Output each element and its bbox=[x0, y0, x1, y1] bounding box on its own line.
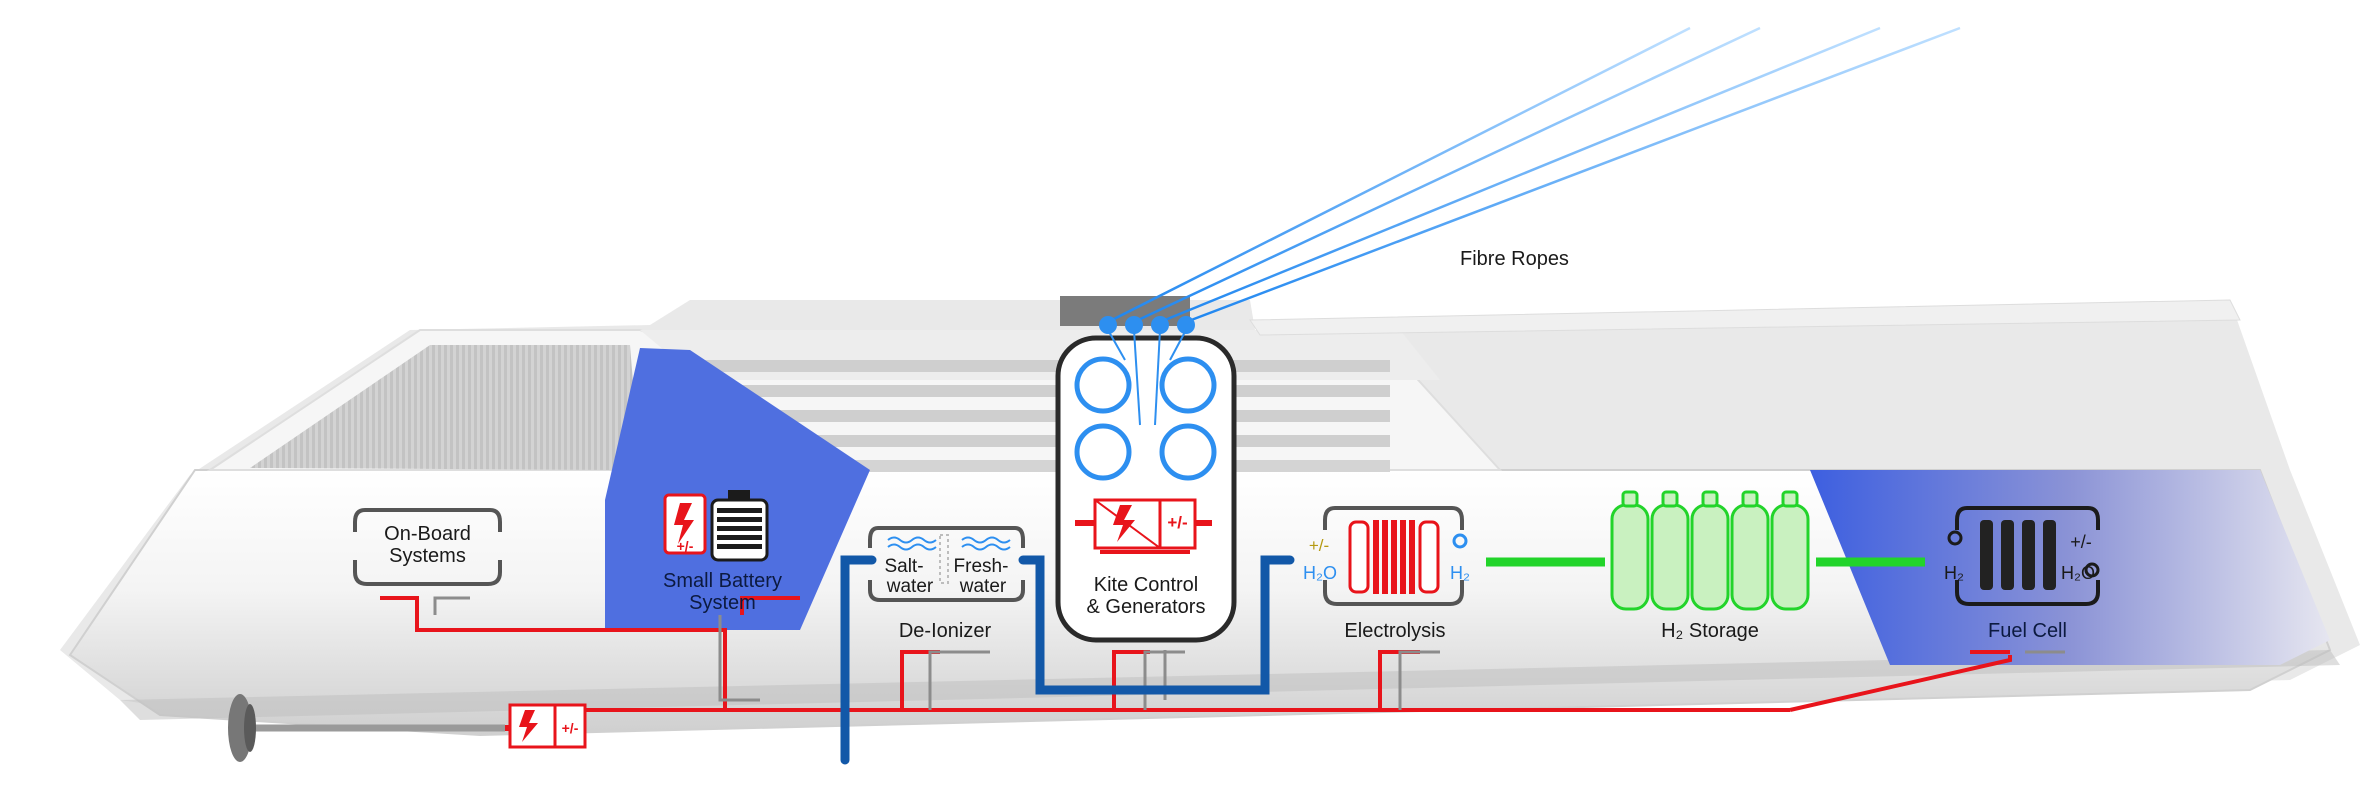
rope-anchor-points bbox=[1099, 316, 1195, 334]
fuel-cell-h2-label: H₂ bbox=[1944, 563, 1964, 583]
kite-control-label-1: Kite Control bbox=[1093, 574, 1199, 596]
water-output-icon bbox=[2084, 562, 2100, 578]
onboard-systems-box bbox=[353, 508, 502, 586]
converter-kite-label: +/- bbox=[1167, 513, 1188, 532]
converter-icon-kite bbox=[1075, 498, 1212, 554]
fuel-cell-label: Fuel Cell bbox=[1988, 620, 2067, 642]
electrolysis-h2-label: H₂ bbox=[1450, 563, 1470, 583]
gas-cylinder-icon-2 bbox=[1650, 490, 1690, 611]
onboard-systems-label-1: On-Board bbox=[384, 523, 471, 545]
electrolysis-plus-minus-label: +/- bbox=[1308, 536, 1330, 555]
electrolysis-label: Electrolysis bbox=[1344, 620, 1446, 642]
gas-cylinder-icon-3 bbox=[1690, 490, 1730, 611]
gas-cylinder-icon-1 bbox=[1610, 490, 1650, 611]
oxygen-input-icon bbox=[1947, 530, 1963, 546]
propeller-icon bbox=[228, 694, 505, 762]
fuel-cell-plus-minus-label: +/- bbox=[2070, 532, 2092, 552]
saltwater-label-2: water bbox=[886, 576, 934, 597]
electrolysis-stack-icon bbox=[1348, 520, 1440, 594]
winch-rope-lines bbox=[1107, 329, 1187, 426]
small-battery-label-2: System bbox=[689, 592, 756, 614]
fibre-ropes bbox=[1107, 26, 1961, 324]
membrane-icon bbox=[939, 534, 949, 584]
saltwater-wave-icon bbox=[887, 536, 937, 551]
freshwater-label-2: water bbox=[959, 576, 1007, 597]
converter-icon-propeller bbox=[495, 703, 587, 749]
h2-storage-label: H₂ Storage bbox=[1661, 620, 1759, 642]
freshwater-label-1: Fresh- bbox=[953, 556, 1009, 577]
fibre-ropes-label: Fibre Ropes bbox=[1460, 248, 1569, 270]
oxygen-output-icon bbox=[1452, 533, 1468, 549]
freshwater-wave-icon bbox=[961, 536, 1011, 551]
fuel-cell-box bbox=[1955, 506, 2100, 606]
converter-small-battery-label: +/- bbox=[676, 538, 694, 554]
h2-storage-tanks bbox=[1610, 490, 1810, 611]
battery-panel-blue bbox=[605, 348, 870, 630]
converter-icon-small-battery bbox=[663, 493, 707, 555]
onboard-systems-label-2: Systems bbox=[389, 545, 466, 567]
electrolysis-h2o-label: H₂O bbox=[1303, 563, 1337, 583]
stern-panel-blue bbox=[1810, 470, 2330, 665]
kite-control-box bbox=[1055, 335, 1237, 643]
small-battery-label-1: Small Battery bbox=[663, 570, 782, 592]
water-pipe bbox=[840, 555, 1295, 765]
kite-control-label-2: & Generators bbox=[1086, 596, 1206, 618]
fuel-cell-stack-icon bbox=[1980, 520, 2056, 590]
gas-cylinder-icon-5 bbox=[1770, 490, 1810, 611]
saltwater-label-1: Salt- bbox=[884, 556, 924, 577]
deionizer-box bbox=[868, 526, 1025, 602]
deionizer-label: De-Ionizer bbox=[898, 620, 992, 642]
gas-cylinder-icon-4 bbox=[1730, 490, 1770, 611]
electrolysis-box bbox=[1323, 506, 1464, 606]
converter-propeller-label: +/- bbox=[561, 720, 579, 736]
fuel-cell-h2o-label: H₂O bbox=[2061, 563, 2095, 583]
battery-icon bbox=[710, 490, 769, 562]
winch-drum-icons bbox=[1074, 356, 1217, 481]
